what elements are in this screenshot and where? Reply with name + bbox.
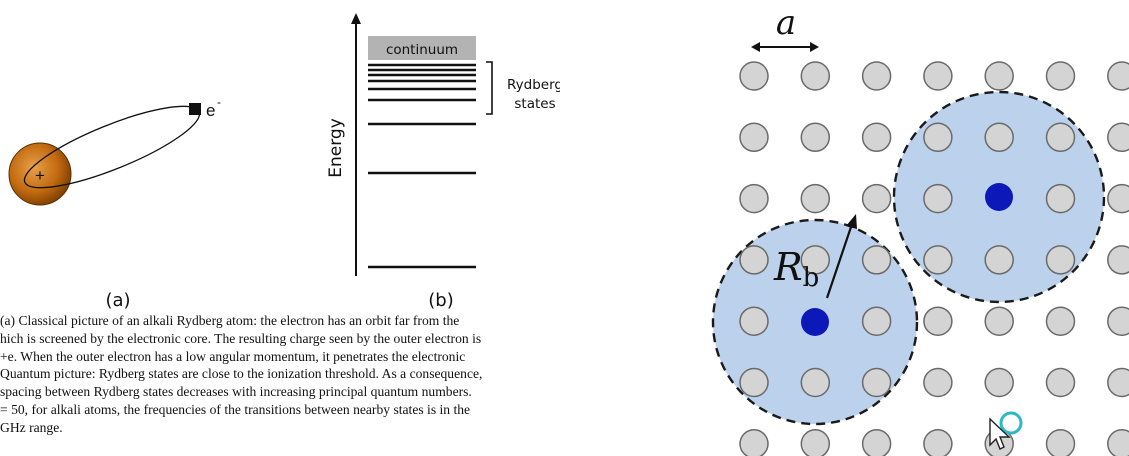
electron-charge-superscript: - xyxy=(217,95,221,109)
lattice-atom xyxy=(923,183,953,214)
caption-line: GHz range. xyxy=(0,419,63,435)
panel-b: Energy continuum Rydberg states (b) xyxy=(326,13,560,310)
lattice-atom xyxy=(923,245,953,275)
blockade-radius-indicator: Rb xyxy=(773,214,857,299)
lattice-atom xyxy=(861,61,892,91)
blockade-radius-subscript: b xyxy=(803,263,820,293)
rydberg-bracket xyxy=(486,61,493,115)
lattice-spacing-indicator: a xyxy=(751,3,819,52)
panel-b-label: (b) xyxy=(428,290,453,310)
panel-a-label: (a) xyxy=(105,290,130,310)
lattice-atom xyxy=(923,122,953,153)
lattice-atom xyxy=(800,61,831,91)
lattice-atom xyxy=(861,306,892,336)
lattice-atom xyxy=(861,122,892,153)
rydberg-excited-atom xyxy=(985,183,1013,211)
rydberg-excited-atom xyxy=(801,308,829,336)
lattice-atom xyxy=(1107,429,1129,456)
lattice-atom xyxy=(1045,367,1076,398)
lattice-atom xyxy=(1107,61,1129,91)
lattice-atom xyxy=(739,183,769,214)
lattice-atom xyxy=(1107,122,1129,153)
rydberg-label-line1: Rydberg xyxy=(507,77,560,93)
lattice-atom xyxy=(984,122,1014,153)
nucleus xyxy=(8,142,72,206)
lattice-atom xyxy=(739,245,769,275)
atom-energy-figure: + e - (a) Energy continuum Rydberg state… xyxy=(8,13,560,310)
lattice-atom xyxy=(1107,245,1129,275)
caption-line: +e. When the outer electron has a low an… xyxy=(0,348,466,364)
lattice-atom xyxy=(861,245,892,275)
lattice-atom xyxy=(739,122,769,153)
lattice-atom xyxy=(923,61,953,91)
electron-label: e xyxy=(206,101,215,120)
lattice-atom xyxy=(923,367,953,398)
nucleus-sign: + xyxy=(35,166,45,185)
energy-axis-arrowhead xyxy=(351,13,361,24)
lattice-atom xyxy=(739,429,769,456)
lattice-atom xyxy=(861,367,892,398)
mouse-cursor-icon xyxy=(989,411,1023,450)
atom-lattice xyxy=(739,61,1129,456)
energy-axis-label: Energy xyxy=(326,118,346,178)
caption-line: hich is screened by the electronic core.… xyxy=(0,330,482,346)
lattice-atom xyxy=(1045,306,1076,336)
lattice-atom xyxy=(861,183,892,214)
lattice-atom xyxy=(984,61,1014,91)
lattice-atom xyxy=(739,61,769,91)
lattice-atom xyxy=(800,245,831,275)
caption-line: Quantum picture: Rydberg states are clos… xyxy=(0,366,483,382)
figure-caption: (a) Classical picture of an alkali Rydbe… xyxy=(0,312,660,437)
continuum-label: continuum xyxy=(386,42,458,58)
caption-line: spacing between Rydberg states decreases… xyxy=(0,384,472,400)
panel-a: + e - (a) xyxy=(8,95,221,310)
blockade-radius-label: Rb xyxy=(773,245,819,293)
caption-line: = 50, for alkali atoms, the frequencies … xyxy=(0,401,471,417)
lattice-atom xyxy=(1045,61,1076,91)
lattice-atom xyxy=(800,367,831,398)
lattice-atom xyxy=(739,367,769,398)
lattice-atom xyxy=(800,122,831,153)
lattice-atom xyxy=(984,306,1014,336)
lattice-spacing-label: a xyxy=(776,3,796,43)
lattice-atom xyxy=(984,367,1014,398)
lattice-atom xyxy=(1045,122,1076,153)
lattice-atom xyxy=(1045,245,1076,275)
electron xyxy=(189,103,201,115)
caption-line: (a) Classical picture of an alkali Rydbe… xyxy=(0,313,460,328)
lattice-atom xyxy=(800,429,831,456)
lattice-atom xyxy=(800,183,831,214)
lattice-atom xyxy=(1045,183,1076,214)
lattice-atom xyxy=(923,306,953,336)
lattice-atom xyxy=(1107,367,1129,398)
lattice-atom xyxy=(1045,429,1076,456)
lattice-atom xyxy=(984,245,1014,275)
lattice-atom xyxy=(739,306,769,336)
lattice-atom xyxy=(1107,306,1129,336)
lattice-atom xyxy=(861,429,892,456)
rydberg-label-line2: states xyxy=(514,96,555,112)
lattice-atom xyxy=(923,429,953,456)
continuum-band xyxy=(368,36,476,60)
lattice-atom xyxy=(1107,183,1129,214)
rydberg-blockade-lattice-figure: a Rb xyxy=(711,3,1129,456)
